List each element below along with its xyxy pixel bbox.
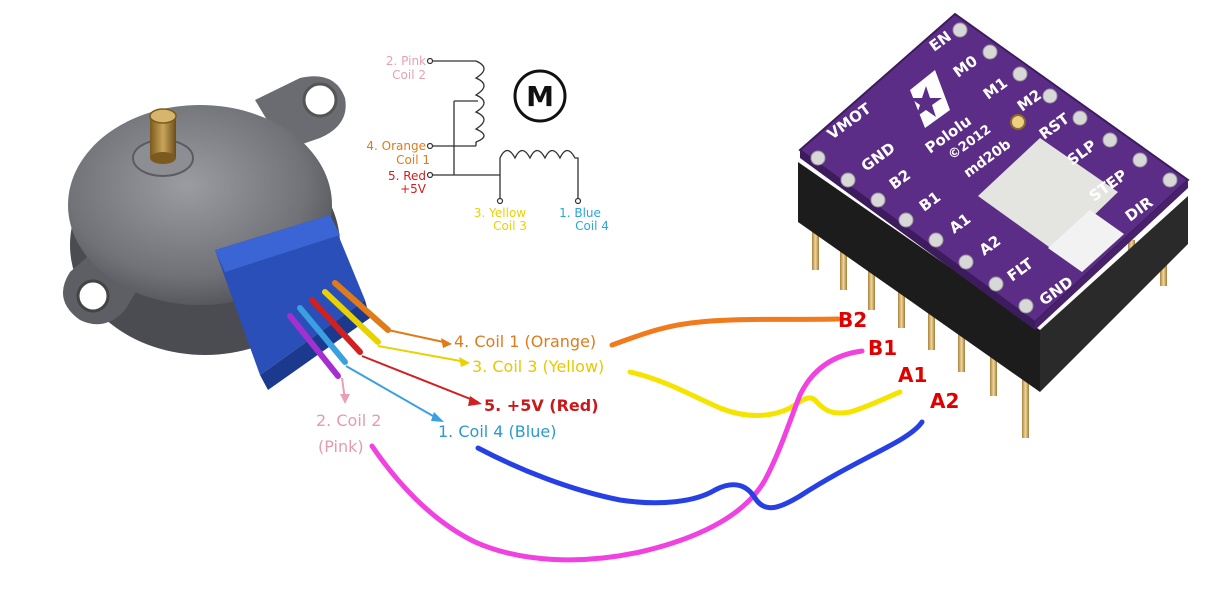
coil1-number-label: 4. Orange [366, 139, 426, 153]
pink-connection [372, 351, 862, 560]
yellow-connection [630, 372, 900, 416]
coil2-number-label: 2. Pink [386, 54, 426, 68]
terminal-b1-label: B1 [868, 336, 897, 360]
coil1-name-label: Coil 1 [396, 153, 430, 167]
blue-wire-label: 1. Coil 4 (Blue) [438, 422, 556, 441]
red-wire-label: 5. +5V (Red) [484, 396, 599, 415]
terminal-a1-label: A1 [898, 363, 927, 387]
pink-wire-label-line2: (Pink) [318, 437, 364, 456]
orange-connection [612, 319, 838, 345]
coil4-name-label: Coil 4 [575, 219, 609, 233]
coil3-number-label: 3. Yellow [474, 206, 526, 220]
motor-symbol-letter: M [526, 80, 554, 113]
pink-wire-label-line1: 2. Coil 2 [316, 411, 381, 430]
orange-wire-label: 4. Coil 1 (Orange) [454, 332, 596, 351]
coil3-name-label: Coil 3 [493, 219, 527, 233]
yellow-wire-label: 3. Coil 3 (Yellow) [472, 357, 604, 376]
red-number-label: 5. Red [388, 169, 426, 183]
stepper-motor [63, 76, 370, 390]
terminal-b2-label: B2 [838, 308, 867, 332]
coil4-number-label: 1. Blue [559, 206, 601, 220]
schematic-labels: 2. Pink Coil 2 4. Orange Coil 1 5. Red +… [366, 54, 609, 233]
terminal-a2-label: A2 [930, 389, 959, 413]
coil2-name-label: Coil 2 [392, 68, 426, 82]
motor-symbol: M [515, 71, 565, 121]
red-name-label: +5V [400, 182, 427, 196]
stepper-driver-board: VMOT GND B2 B1 A1 A2 FLT GND EN M0 M1 M2… [798, 14, 1188, 438]
